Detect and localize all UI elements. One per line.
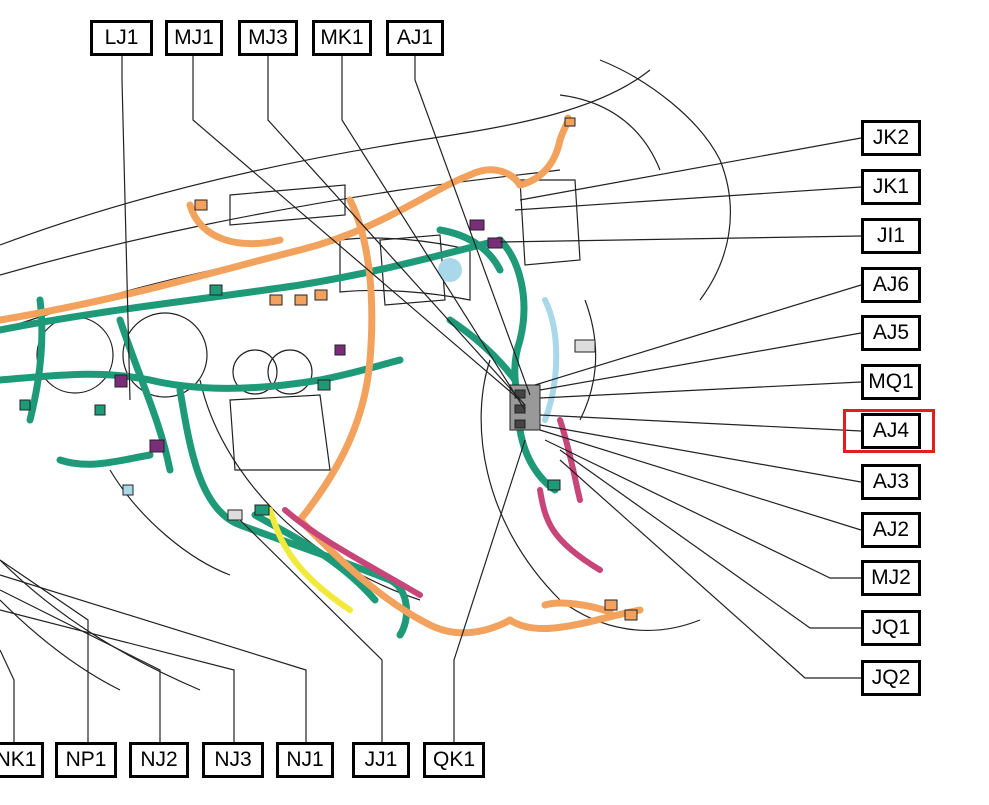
label-nk1: NK1 xyxy=(0,742,44,778)
label-lj1: LJ1 xyxy=(90,20,153,56)
label-mj3: MJ3 xyxy=(238,20,298,56)
lightblue-harness xyxy=(438,258,560,423)
pink-harness xyxy=(282,417,603,598)
label-nj1: NJ1 xyxy=(276,742,334,778)
label-aj4: AJ4 xyxy=(861,413,921,449)
label-mk1: MK1 xyxy=(312,20,372,56)
label-jk1: JK1 xyxy=(861,169,921,205)
label-mj1: MJ1 xyxy=(165,20,223,56)
leader-lines xyxy=(0,56,862,742)
label-mj2: MJ2 xyxy=(861,560,921,596)
connectors xyxy=(19,117,638,621)
label-np1: NP1 xyxy=(55,742,117,778)
label-aj3: AJ3 xyxy=(861,464,921,500)
label-mq1: MQ1 xyxy=(861,364,921,400)
label-jq1: JQ1 xyxy=(861,610,921,646)
body-outline xyxy=(0,59,731,691)
label-jj1: JJ1 xyxy=(352,742,410,778)
yellow-harness xyxy=(267,507,353,613)
label-nj3: NJ3 xyxy=(202,742,264,778)
label-jq2: JQ2 xyxy=(861,660,921,696)
label-qk1: QK1 xyxy=(423,742,485,778)
teal-harness xyxy=(0,226,559,639)
label-aj6: AJ6 xyxy=(861,267,921,303)
label-aj2: AJ2 xyxy=(861,512,921,548)
label-jk2: JK2 xyxy=(861,120,921,156)
label-nj2: NJ2 xyxy=(129,742,189,778)
label-aj1: AJ1 xyxy=(386,20,444,56)
label-aj5: AJ5 xyxy=(861,315,921,351)
orange-harness xyxy=(0,114,644,637)
label-ji1: JI1 xyxy=(861,218,921,254)
